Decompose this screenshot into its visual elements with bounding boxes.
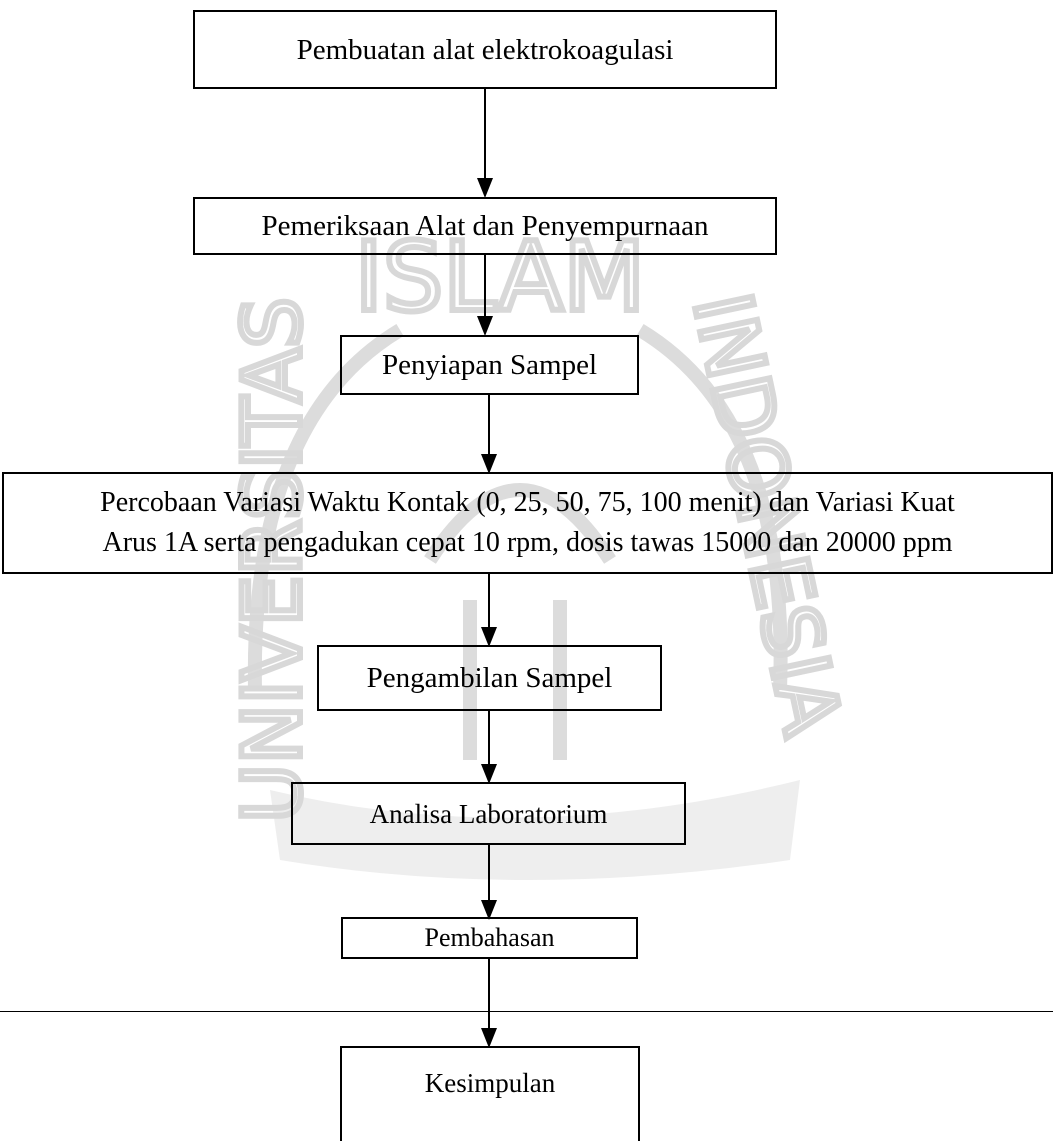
step-label-4-line1: Percobaan Variasi Waktu Kontak (0, 25, 5…	[100, 487, 955, 518]
step-box-5: Pengambilan Sampel	[317, 645, 662, 711]
step-label-5: Pengambilan Sampel	[366, 662, 613, 694]
step-box-7: Pembahasan	[341, 917, 638, 959]
horizontal-rule	[0, 1011, 1053, 1012]
step-label-4-line2: Arus 1A serta pengadukan cepat 10 rpm, d…	[102, 527, 953, 558]
step-label-7: Pembahasan	[424, 923, 555, 952]
step-label-1: Pembuatan alat elektrokoagulasi	[296, 33, 674, 66]
step-box-3: Penyiapan Sampel	[340, 335, 639, 395]
arrowhead-8	[481, 1028, 497, 1048]
step-box-6: Analisa Laboratorium	[291, 782, 686, 845]
arrowhead-4	[481, 454, 497, 474]
arrowhead-3	[477, 316, 493, 336]
step-label-3: Penyiapan Sampel	[381, 349, 598, 381]
arrowhead-2	[477, 178, 493, 198]
arrowhead-6	[481, 764, 497, 784]
step-box-1: Pembuatan alat elektrokoagulasi	[193, 10, 777, 89]
step-box-2: Pemeriksaan Alat dan Penyempurnaan	[193, 197, 777, 255]
step-label-8: Kesimpulan	[424, 1068, 556, 1098]
step-label-2: Pemeriksaan Alat dan Penyempurnaan	[261, 210, 709, 242]
step-box-4: Percobaan Variasi Waktu Kontak (0, 25, 5…	[2, 472, 1053, 574]
step-box-8: Kesimpulan	[340, 1046, 640, 1141]
step-label-6: Analisa Laboratorium	[369, 798, 608, 829]
arrowhead-5	[481, 627, 497, 647]
